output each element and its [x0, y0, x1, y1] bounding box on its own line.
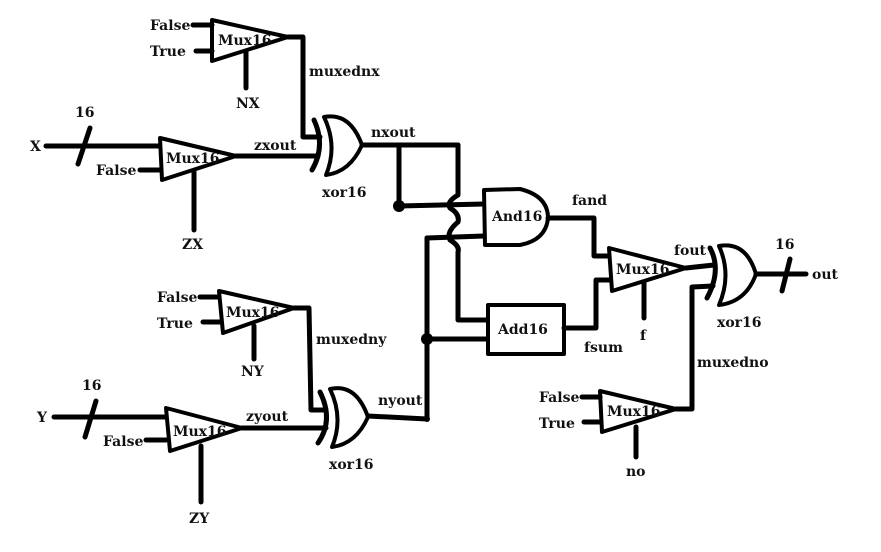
- mux-f: Mux16: [607, 246, 688, 293]
- wire-muxedny: [291, 305, 329, 413]
- wire-fout: [683, 262, 717, 271]
- mux-no-shape: [598, 389, 678, 434]
- wire-fand: [545, 215, 615, 259]
- muxednx-label: muxednx: [309, 64, 380, 80]
- xor-y-back-curve: [315, 389, 329, 446]
- nx-false-label: False: [150, 18, 190, 34]
- zy-false-label: False: [103, 434, 143, 450]
- nyout-label: nyout: [378, 393, 423, 409]
- xor-y-label: xor16: [329, 457, 374, 473]
- wire-muxednx: [285, 34, 323, 140]
- mux-zy: Mux16: [164, 406, 244, 453]
- zx-control-label: ZX: [182, 237, 203, 253]
- ny-false-label: False: [157, 290, 197, 306]
- junction-nyout-corner: [424, 416, 430, 422]
- y-bus-width: 16: [82, 378, 101, 394]
- no-control-label: no: [626, 464, 646, 480]
- y-input-label: Y: [36, 410, 48, 426]
- bus-slash-y: [82, 398, 99, 440]
- wire-nxout-to-and: [396, 201, 487, 209]
- wire-nyout-to-and: [424, 233, 487, 241]
- muxedny-label: muxedny: [316, 332, 387, 348]
- wire-nyout: [365, 413, 430, 422]
- f-control-label: f: [640, 328, 647, 344]
- no-false-label: False: [539, 390, 579, 406]
- nxout-label: nxout: [371, 125, 416, 141]
- ny-control-label: NY: [241, 364, 265, 380]
- mux-zy-label: Mux16: [173, 424, 227, 440]
- mux-zy-shape: [164, 406, 244, 453]
- mux-ny-shape: [217, 289, 296, 335]
- zxout-label: zxout: [254, 138, 297, 154]
- and-gate: And16: [482, 187, 550, 247]
- mux-no: Mux16: [598, 389, 678, 434]
- mux-zx-label: Mux16: [166, 151, 220, 167]
- fout-label: fout: [674, 243, 707, 259]
- muxedno-label: muxedno: [697, 355, 769, 371]
- mux-ny: Mux16: [217, 289, 296, 335]
- nx-control-label: NX: [236, 96, 260, 112]
- mux-no-label: Mux16: [607, 404, 661, 420]
- nx-true-label: True: [150, 44, 186, 60]
- xor-x-shape: [322, 114, 364, 177]
- xor-x-back-curve: [309, 117, 322, 173]
- wire-muxedno: [673, 283, 716, 412]
- add-gate: Add16: [486, 303, 566, 356]
- zyout-label: zyout: [246, 409, 289, 425]
- mux-f-label: Mux16: [616, 262, 670, 278]
- xor-x: xor16: [309, 114, 367, 201]
- xor-x-label: xor16: [322, 185, 367, 201]
- mux-nx: Mux16: [210, 18, 290, 63]
- xor-y-shape: [328, 386, 370, 449]
- mux-nx-label: Mux16: [218, 33, 272, 49]
- xor-y: xor16: [315, 386, 374, 473]
- mux-ny-label: Mux16: [226, 305, 280, 321]
- zx-false-label: False: [96, 163, 136, 179]
- no-true-label: True: [539, 416, 575, 432]
- bus-slash-out: [779, 256, 793, 294]
- out-bus-width: 16: [775, 237, 794, 253]
- and-gate-label: And16: [491, 209, 542, 225]
- bus-slash-x: [75, 125, 93, 167]
- mux-f-shape: [607, 246, 688, 293]
- fand-label: fand: [572, 193, 607, 209]
- mux-nx-shape: [210, 18, 290, 63]
- zy-control-label: ZY: [189, 511, 210, 527]
- mux-zx-shape: [158, 136, 238, 182]
- ny-true-label: True: [157, 316, 193, 332]
- x-bus-width: 16: [75, 105, 94, 121]
- add-gate-label: Add16: [497, 322, 548, 338]
- xor-out: xor16: [704, 243, 762, 331]
- wire-fsum: [561, 277, 615, 331]
- fsum-label: fsum: [584, 340, 623, 356]
- out-label: out: [812, 267, 839, 283]
- xor-out-label: xor16: [717, 315, 762, 331]
- mux-zx: Mux16: [158, 136, 238, 182]
- wire-nxout-to-add: [446, 142, 491, 323]
- xor-out-shape: [717, 243, 758, 307]
- xor-out-back-curve: [704, 245, 718, 301]
- x-input-label: X: [30, 139, 41, 155]
